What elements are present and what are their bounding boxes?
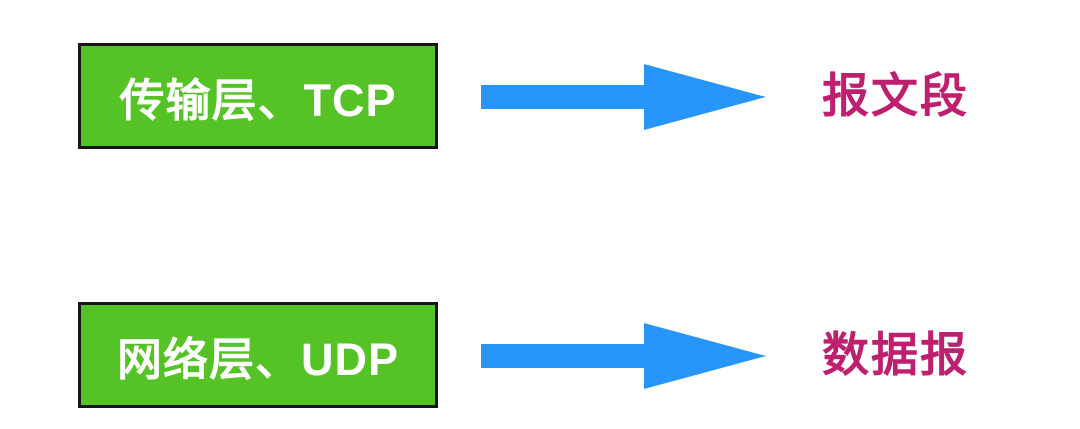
- arrow-right-icon: [481, 323, 766, 389]
- layer-box-label: 传输层、TCP: [119, 74, 397, 126]
- result-label-segment: 报文段: [822, 69, 969, 122]
- layer-box-tcp: 传输层、TCP: [78, 43, 438, 149]
- layer-box-label: 网络层、UDP: [116, 333, 399, 385]
- arrow-right-icon: [481, 64, 766, 130]
- flow-row-udp: 网络层、UDP 数据报: [0, 302, 1080, 408]
- flow-row-tcp: 传输层、TCP 报文段: [0, 43, 1080, 149]
- result-label-datagram: 数据报: [822, 328, 969, 381]
- layer-box-udp: 网络层、UDP: [78, 302, 438, 408]
